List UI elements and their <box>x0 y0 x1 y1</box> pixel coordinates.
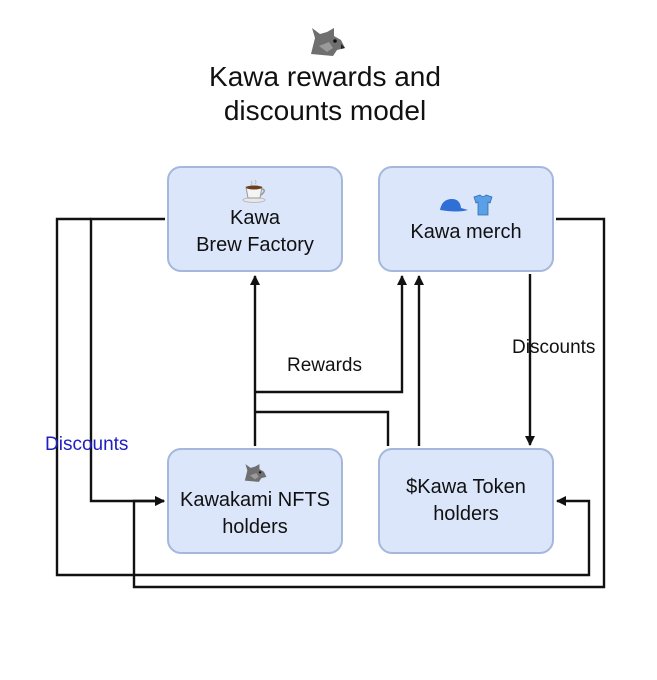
node-merch-line-1: Kawa merch <box>410 220 522 243</box>
edge-label-discounts-right: Discounts <box>512 337 596 358</box>
node-kawa-brew-factory: Kawa Brew Factory <box>167 166 343 272</box>
node-token-line-1: $Kawa Token <box>406 476 526 498</box>
node-nft-line-1: Kawakami NFTS <box>179 489 331 511</box>
edge-nft-to-merch-rewards <box>255 275 407 394</box>
edge-nft-branch <box>255 410 390 446</box>
edge-label-rewards: Rewards <box>287 355 362 376</box>
title-line-2: discounts model <box>223 95 427 126</box>
node-token-line-2: holders <box>433 503 499 525</box>
wolf-icon <box>241 461 269 485</box>
node-kawa-merch: Kawa merch <box>378 166 554 272</box>
edge-brew-to-token <box>55 217 591 577</box>
edge-label-discounts-left: Discounts <box>45 434 129 455</box>
title-line-1: Kawa rewards and <box>209 61 441 92</box>
node-brew-line-2: Brew Factory <box>196 234 314 256</box>
wolf-logo-icon <box>305 24 349 60</box>
node-kawakami-nft-holders: Kawakami NFTS holders <box>167 448 343 554</box>
edge-brew-to-nft <box>89 217 165 506</box>
coffee-cup-icon <box>242 179 268 203</box>
node-nft-line-2: holders <box>222 516 288 538</box>
node-brew-line-1: Kawa <box>229 207 281 229</box>
cap-and-shirt-icon <box>438 193 494 217</box>
node-kawa-token-holders: $Kawa Token holders <box>378 448 554 554</box>
edge-merch-to-nft <box>132 217 606 589</box>
diagram-title: Kawa rewards and discounts model <box>175 60 475 128</box>
